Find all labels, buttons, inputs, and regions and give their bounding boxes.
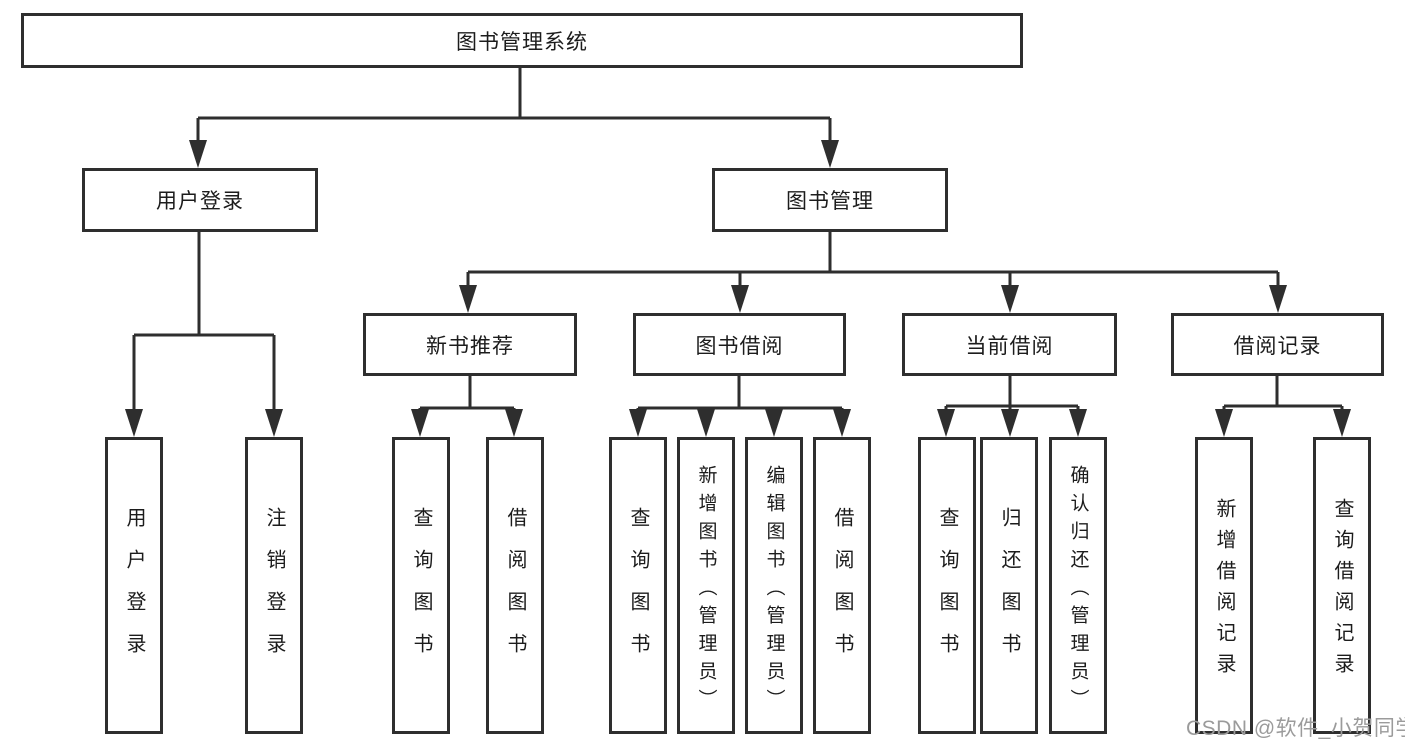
leaf-query-books-current-label: 查询图书 [936,506,958,675]
leaf-query-borrow-record-label: 查询借阅记录 [1331,497,1353,684]
root-box-library-management-system: 图书管理系统 [21,13,1023,68]
leaf-user-login: 用户登录 [105,437,163,734]
node-user-login: 用户登录 [82,168,318,232]
node-new-book-recommendation: 新书推荐 [363,313,577,376]
node-new-book-recommendation-label: 新书推荐 [426,334,514,358]
node-borrowing-records: 借阅记录 [1171,313,1384,376]
leaf-query-books-current: 查询图书 [918,437,976,734]
node-borrowing-records-label: 借阅记录 [1233,334,1322,358]
leaf-return-book: 归还图书 [980,437,1038,734]
leaf-query-borrow-record: 查询借阅记录 [1313,437,1371,734]
node-current-borrowing-label: 当前借阅 [965,334,1054,358]
leaf-confirm-return-admin: 确认归还（管理员） [1049,437,1107,734]
node-book-management-label: 图书管理 [786,190,874,213]
leaf-user-login-label: 用户登录 [123,506,145,675]
leaf-query-books-recommend: 查询图书 [392,437,450,734]
leaf-add-book-admin: 新增图书（管理员） [677,437,735,734]
leaf-logout: 注销登录 [245,437,303,734]
leaf-edit-book-admin-label: 编辑图书（管理员） [763,464,785,717]
leaf-add-borrow-record: 新增借阅记录 [1195,437,1253,734]
leaf-confirm-return-admin-label: 确认归还（管理员） [1067,464,1089,717]
leaf-borrow-books-borrowing: 借阅图书 [813,437,871,734]
leaf-query-books-borrowing-label: 查询图书 [627,506,649,675]
node-user-login-label: 用户登录 [156,190,244,213]
leaf-logout-label: 注销登录 [263,506,285,675]
leaf-query-books-borrowing: 查询图书 [609,437,667,734]
node-book-borrowing: 图书借阅 [633,313,846,376]
leaf-add-borrow-record-label: 新增借阅记录 [1213,497,1235,684]
leaf-borrow-books-recommend: 借阅图书 [486,437,544,734]
root-box-label: 图书管理系统 [456,30,588,54]
leaf-return-book-label: 归还图书 [998,506,1020,675]
leaf-edit-book-admin: 编辑图书（管理员） [745,437,803,734]
leaf-query-books-recommend-label: 查询图书 [410,506,432,675]
leaf-add-book-admin-label: 新增图书（管理员） [695,464,717,717]
leaf-borrow-books-borrowing-label: 借阅图书 [831,506,853,675]
arrowheads [125,140,1351,437]
csdn-watermark: CSDN @软件_小贺同学 [1186,717,1405,740]
leaf-borrow-books-recommend-label: 借阅图书 [504,506,526,675]
node-current-borrowing: 当前借阅 [902,313,1117,376]
node-book-borrowing-label: 图书借阅 [695,334,784,358]
node-book-management: 图书管理 [712,168,948,232]
